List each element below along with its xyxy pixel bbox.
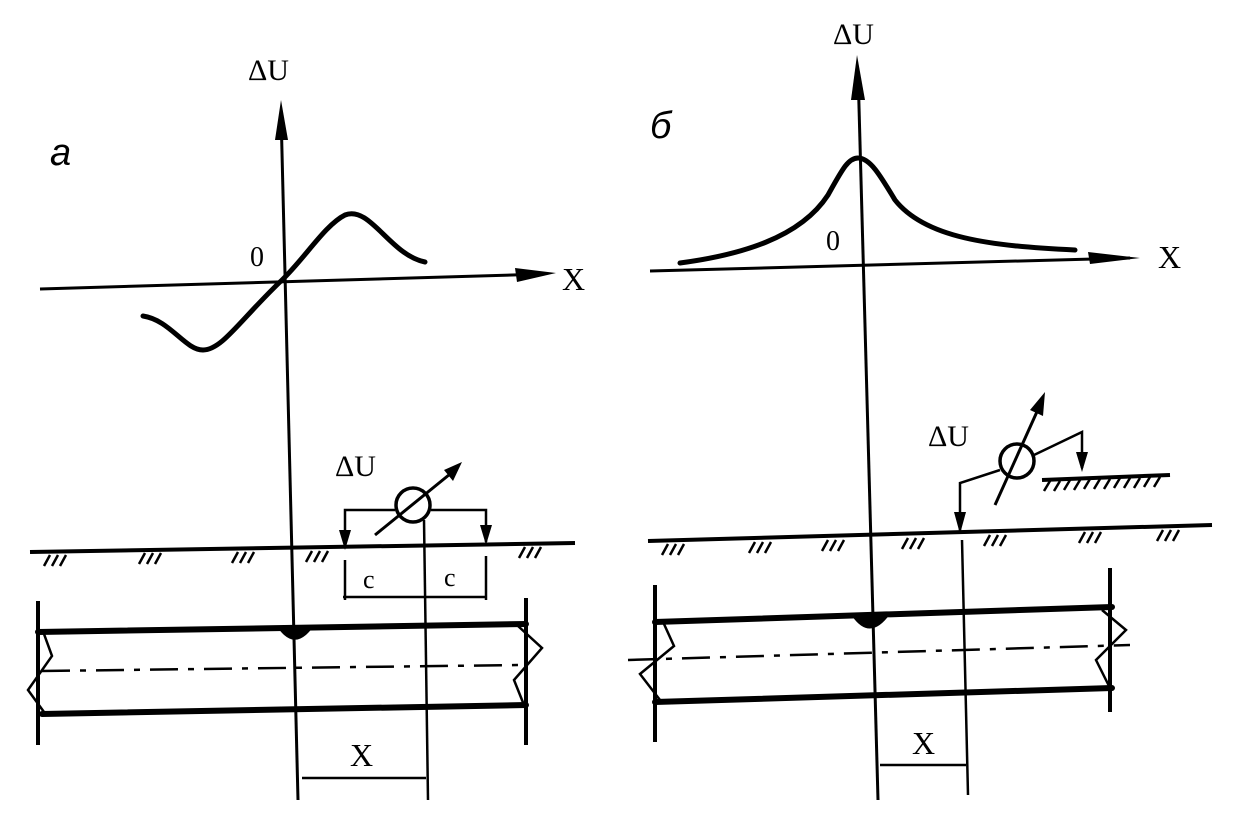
panel-a-origin-label: 0: [250, 242, 264, 273]
panel-b-pipe-bottom: [652, 685, 1115, 705]
panel-b-remote-electrode: [1076, 452, 1088, 472]
panel-a-pipe-right-break: [512, 625, 544, 706]
panel-a-label: а: [50, 132, 71, 174]
panel-b-curve: [677, 155, 1078, 266]
panel-b-x-axis: [649, 256, 1131, 273]
panel-a-curve: [140, 211, 428, 353]
panel-a-projection-line: [422, 519, 430, 801]
panel-a-meter-label: ΔU: [335, 450, 376, 483]
panel-a-x-axis: [39, 272, 546, 291]
panel-a-y-axis-label: ΔU: [248, 54, 289, 87]
panel-b-meter-needle: [993, 404, 1042, 506]
panel-b-pipe-centerline: [627, 643, 1131, 662]
panel-b-right-lead: [1033, 430, 1084, 468]
panel-b-defect: [852, 614, 890, 629]
panel-a-pipe-left-break: [26, 633, 54, 713]
panel-a-pipe-centerline: [41, 663, 521, 673]
panel-a-left-lead: [343, 508, 395, 548]
panel-a-defect: [278, 627, 313, 640]
panel-b-y-axis-arrow: [851, 55, 865, 100]
panel-b: б ΔU X 0 ΔU: [627, 18, 1213, 801]
panel-b-meter-label: ΔU: [928, 420, 969, 453]
panel-a-distance-label: X: [350, 737, 373, 773]
panel-a-meter-needle-arrow: [444, 462, 462, 481]
panel-b-y-axis-label: ΔU: [833, 18, 874, 51]
panel-a: а ΔU X 0 ΔU c c: [26, 54, 585, 801]
panel-b-remote-ground-hatch: [1042, 476, 1162, 492]
panel-b-label: б: [650, 105, 673, 147]
panel-b-distance-label: X: [912, 725, 935, 761]
panel-a-spacing-label-right: c: [444, 563, 456, 592]
panel-a-meter-needle: [374, 468, 456, 537]
panel-b-meter-needle-arrow: [1030, 392, 1045, 416]
panel-b-left-lead: [958, 468, 1001, 532]
panel-b-pipe-right-break: [1094, 609, 1128, 689]
panel-a-x-axis-label: X: [562, 261, 585, 297]
panel-b-x-axis-label: X: [1158, 239, 1181, 275]
panel-b-remote-ground-line: [1041, 473, 1171, 482]
panel-b-ground-hatch: [660, 529, 1181, 556]
panel-b-x-axis-arrow: [1088, 252, 1140, 264]
panel-a-right-lead: [431, 508, 488, 542]
panel-a-y-axis: [279, 111, 300, 801]
panel-a-y-axis-arrow: [275, 100, 288, 140]
panel-a-spacing-label-left: c: [363, 565, 375, 594]
panel-b-pipe-left-break: [638, 623, 676, 701]
panel-b-origin-label: 0: [826, 226, 840, 257]
panel-b-ground-line: [647, 523, 1213, 543]
panel-a-x-axis-arrow: [515, 268, 556, 282]
panel-a-right-electrode: [480, 525, 492, 545]
panel-b-local-electrode: [954, 512, 966, 534]
panel-a-left-electrode: [339, 530, 351, 550]
panel-a-ground-line: [29, 541, 576, 554]
panel-a-pipe-bottom: [39, 702, 529, 717]
panel-b-projection-line: [960, 539, 970, 796]
panel-a-ground-hatch: [42, 546, 543, 567]
panel-b-y-axis: [856, 69, 880, 801]
panel-b-meter-circle: [998, 442, 1036, 480]
